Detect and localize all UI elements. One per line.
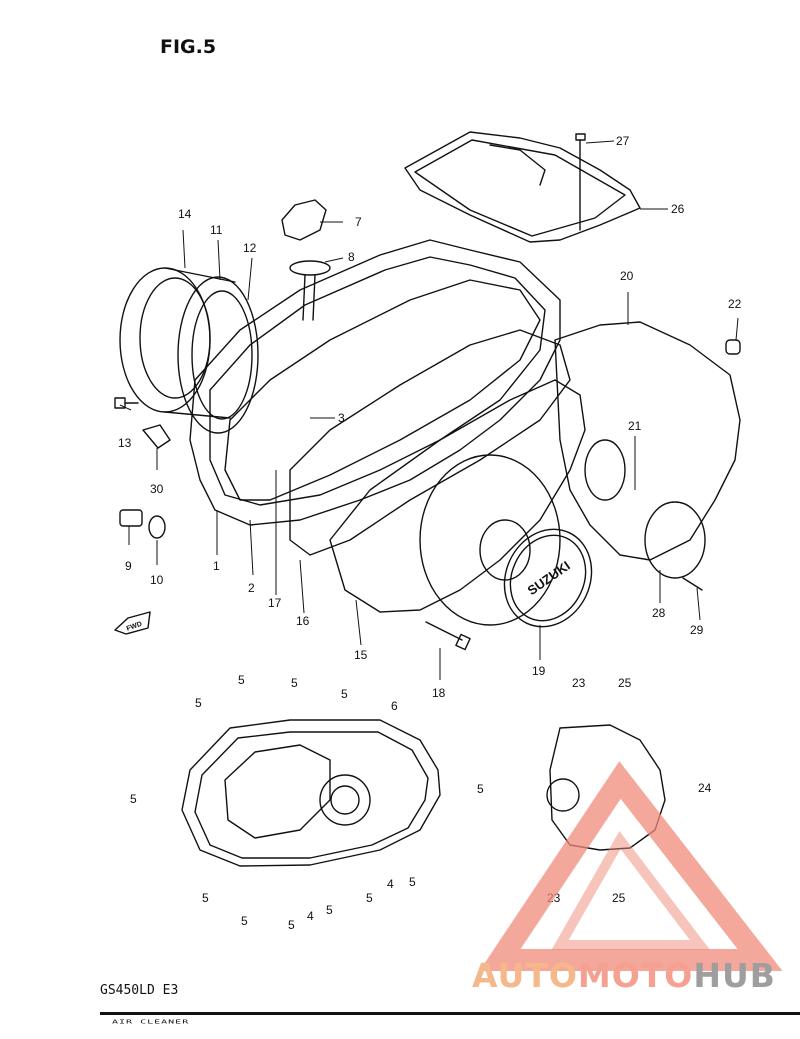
callout-20: 20 <box>620 269 634 283</box>
bolt-18 <box>425 621 471 651</box>
footer-bar: AIR CLEANER <box>100 1012 800 1039</box>
footer-text: AIR CLEANER <box>112 1019 190 1026</box>
callout-2: 2 <box>248 581 255 595</box>
callout-18: 18 <box>432 686 446 700</box>
lower-side-cover-diagram <box>546 724 666 851</box>
callout-25: 25 <box>612 891 626 905</box>
callout-4: 4 <box>387 877 394 891</box>
air-filter-drum-14 <box>119 267 236 419</box>
callout-11: 11 <box>210 223 223 237</box>
callout-7: 7 <box>355 215 362 229</box>
callout-13: 13 <box>118 436 132 450</box>
model-code: GS450LD E3 <box>100 983 179 998</box>
callout-5: 5 <box>409 875 416 889</box>
callout-15: 15 <box>354 648 368 662</box>
callout-5: 5 <box>477 782 484 796</box>
dowel-22 <box>725 339 741 355</box>
watermark-text: AUTOMOTOHUB <box>472 956 776 995</box>
oil-cap-7-8 <box>281 199 331 321</box>
callout-25: 25 <box>618 676 632 690</box>
gasket-2 <box>224 279 541 501</box>
figure-title: FIG.5 <box>160 36 217 58</box>
callout-21: 21 <box>628 419 642 433</box>
callout-5: 5 <box>202 891 209 905</box>
callout-5: 5 <box>366 891 373 905</box>
callout-5: 5 <box>288 918 295 932</box>
callout-29: 29 <box>690 623 704 637</box>
bolt-part-27 <box>575 133 586 231</box>
callout-5: 5 <box>341 687 348 701</box>
callout-5: 5 <box>241 914 248 928</box>
bolt-29 <box>682 577 703 591</box>
callout-22: 22 <box>728 297 742 311</box>
callout-27: 27 <box>616 134 630 148</box>
callout-3: 3 <box>338 411 345 425</box>
callout-14: 14 <box>178 207 192 221</box>
badge-19 <box>503 528 593 628</box>
callout-30: 30 <box>150 482 164 496</box>
callout-4: 4 <box>307 909 314 923</box>
callout-5: 5 <box>238 673 245 687</box>
leader-lines <box>119 140 739 680</box>
cover-part-26 <box>404 131 641 243</box>
callout-23: 23 <box>572 676 586 690</box>
callout-17: 17 <box>268 596 282 610</box>
inspection-cap-28 <box>644 501 706 579</box>
callout-19: 19 <box>532 664 546 678</box>
fwd-arrow-icon <box>114 611 151 635</box>
callout-5: 5 <box>291 676 298 690</box>
callout-28: 28 <box>652 606 666 620</box>
callout-5: 5 <box>326 903 333 917</box>
callout-26: 26 <box>671 202 685 216</box>
crankcase-cover-1 <box>189 239 561 526</box>
callout-5: 5 <box>130 792 137 806</box>
callout-12: 12 <box>243 241 257 255</box>
plug-9-10-13-30 <box>114 397 171 539</box>
callout-16: 16 <box>296 614 310 628</box>
callout-1: 1 <box>213 559 220 573</box>
callout-10: 10 <box>150 573 164 587</box>
callout-24: 24 <box>698 781 712 795</box>
gasket-11-12 <box>177 276 259 434</box>
callout-8: 8 <box>348 250 355 264</box>
callout-5: 5 <box>195 696 202 710</box>
callout-9: 9 <box>125 559 132 573</box>
callout-6: 6 <box>391 699 398 713</box>
gasket-16 <box>289 329 571 556</box>
generator-cover-20 <box>554 321 741 561</box>
lower-gasket-diagram <box>181 719 441 867</box>
